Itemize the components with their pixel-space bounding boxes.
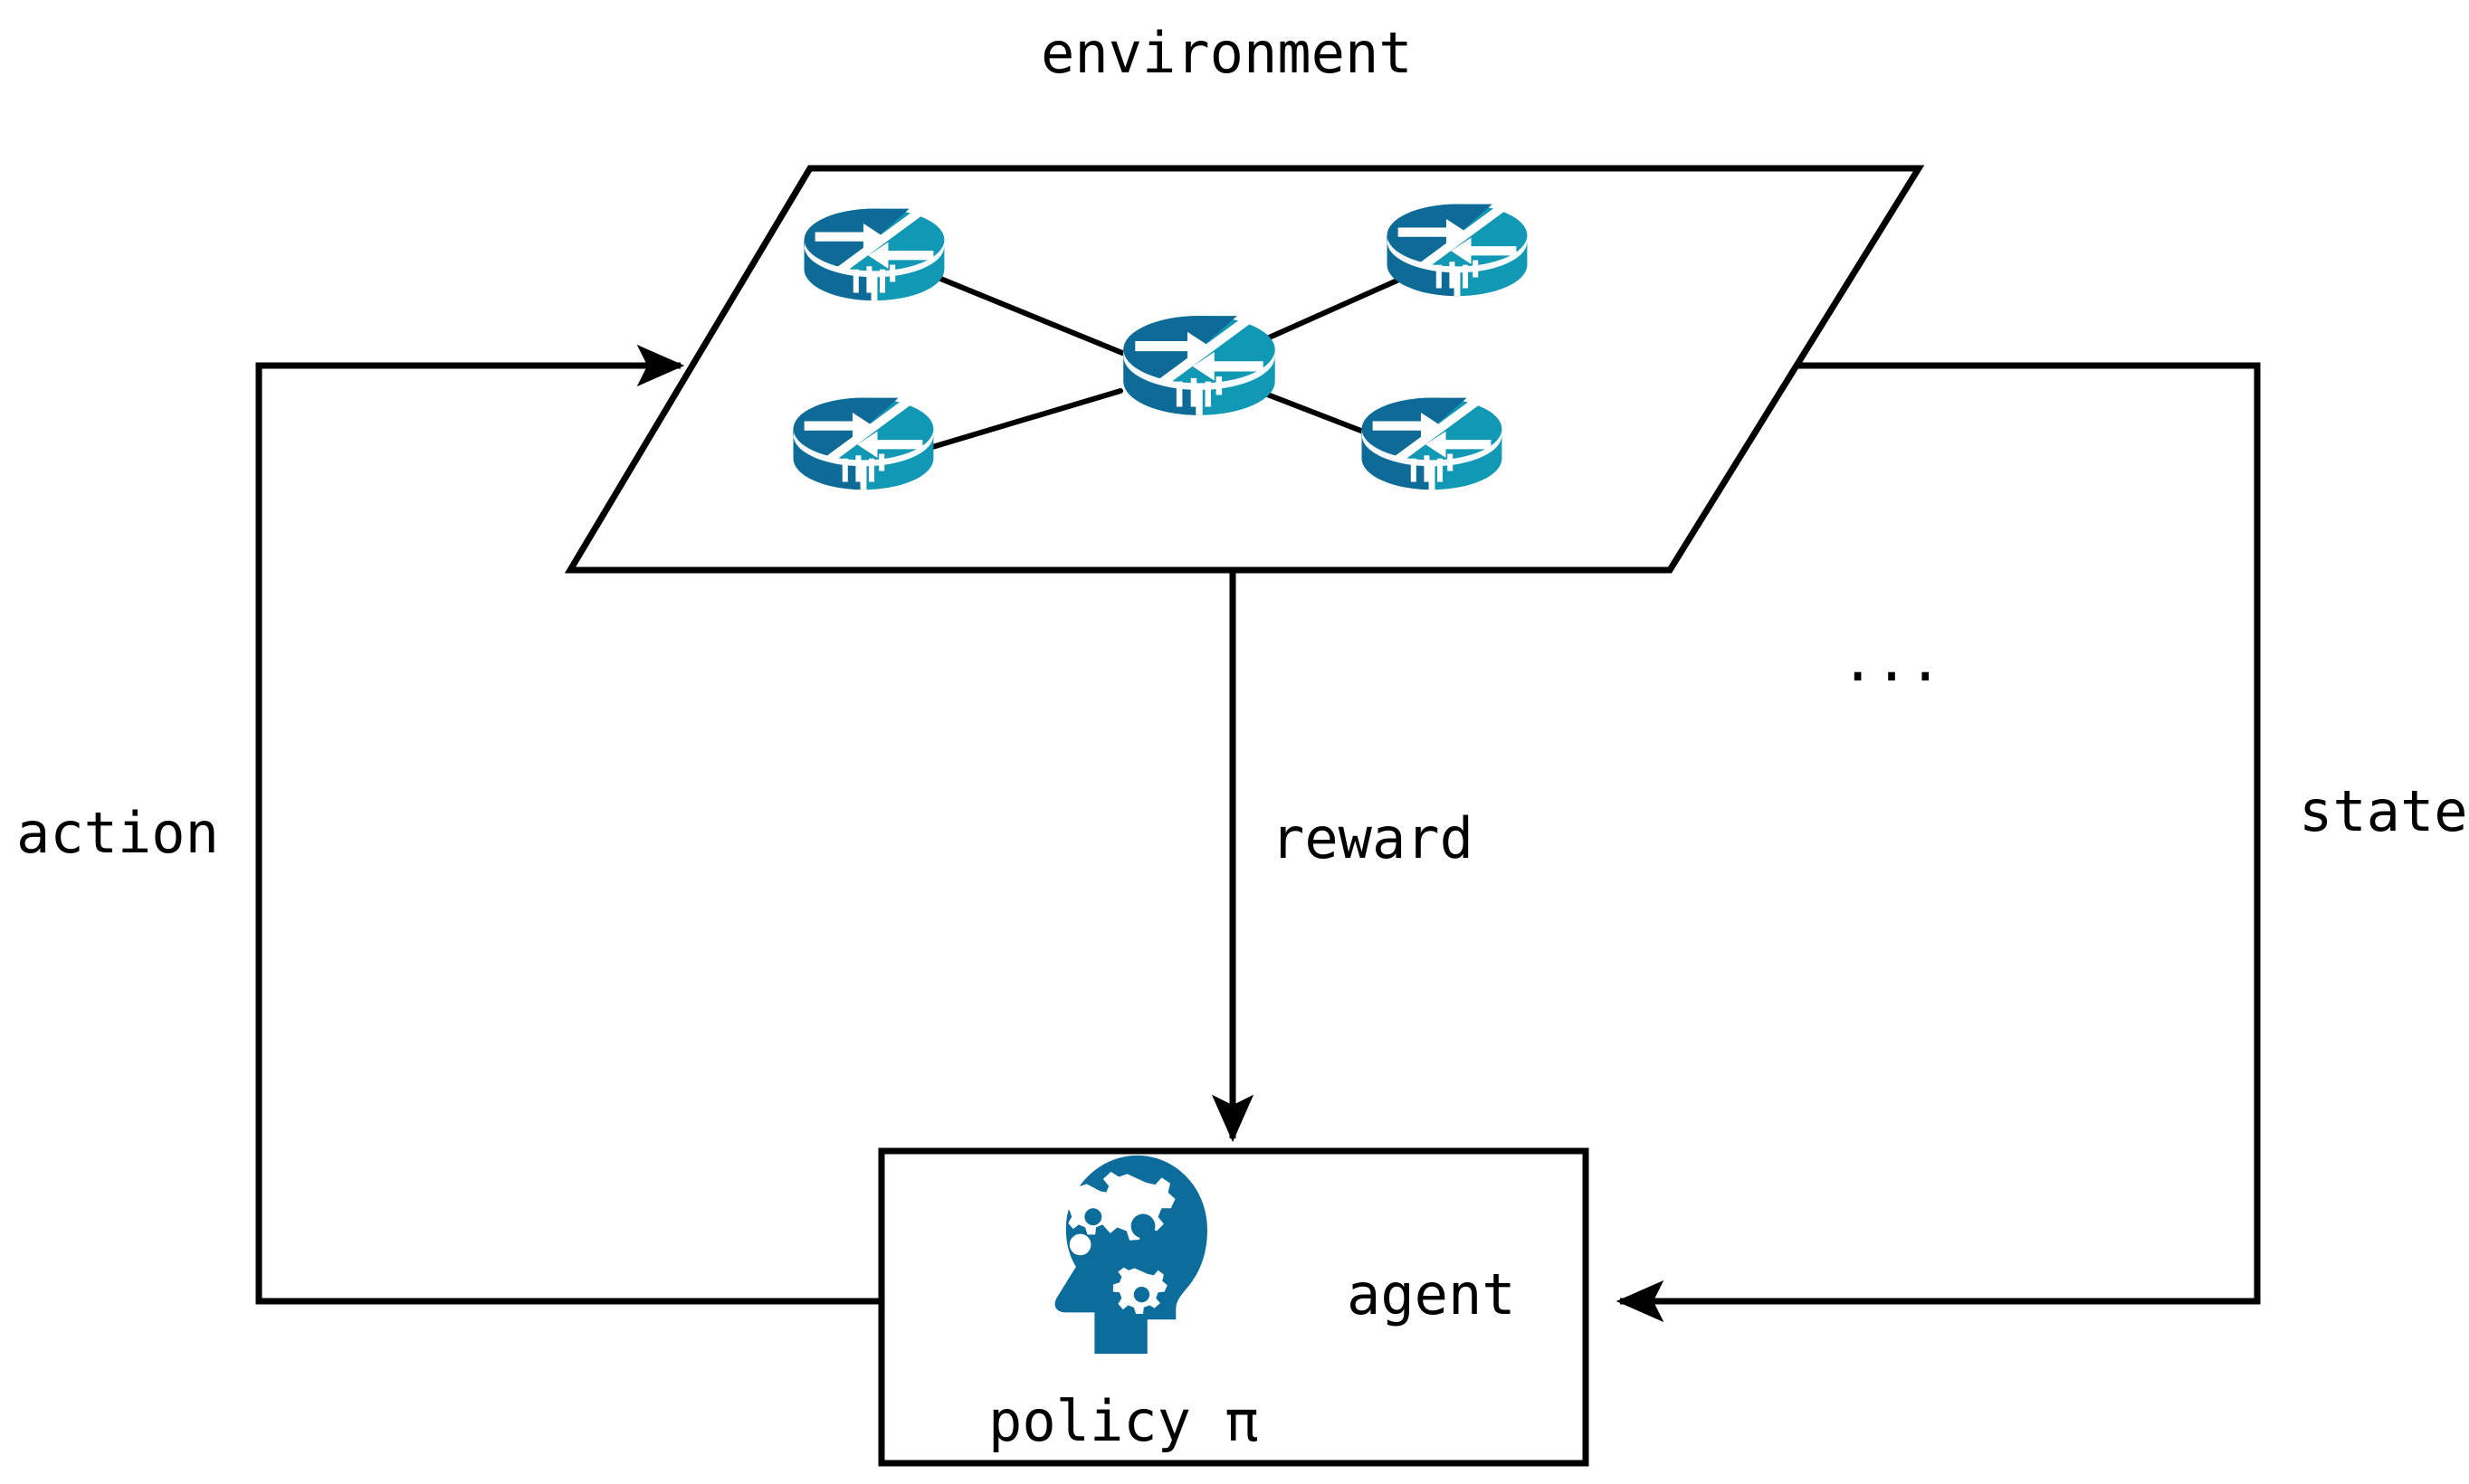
state-arrow-path — [1616, 362, 2261, 1323]
ellipsis-label: ... — [1841, 628, 1942, 694]
state-label: state — [2299, 778, 2468, 844]
agent-box[interactable] — [878, 1147, 1589, 1467]
environment-label: environment — [1041, 20, 1413, 86]
edge-action — [255, 344, 882, 1305]
edge-state — [1616, 362, 2261, 1323]
topology-links — [911, 265, 1420, 455]
action-label: action — [16, 800, 219, 866]
router-node-bottom-left[interactable] — [792, 397, 934, 490]
link-center-to-top-left — [911, 265, 1125, 356]
action-arrow-path — [255, 344, 882, 1305]
reward-label: reward — [1271, 805, 1473, 871]
router-node-center[interactable] — [1122, 316, 1275, 415]
link-center-to-top-right — [1264, 269, 1420, 341]
policy-label: policy π — [988, 1388, 1259, 1454]
router-node-bottom-right[interactable] — [1360, 397, 1502, 490]
router-node-top-right[interactable] — [1386, 204, 1528, 297]
agent-label: agent — [1347, 1261, 1516, 1327]
router-node-top-left[interactable] — [803, 208, 945, 301]
link-center-to-bottom-left — [911, 388, 1123, 455]
